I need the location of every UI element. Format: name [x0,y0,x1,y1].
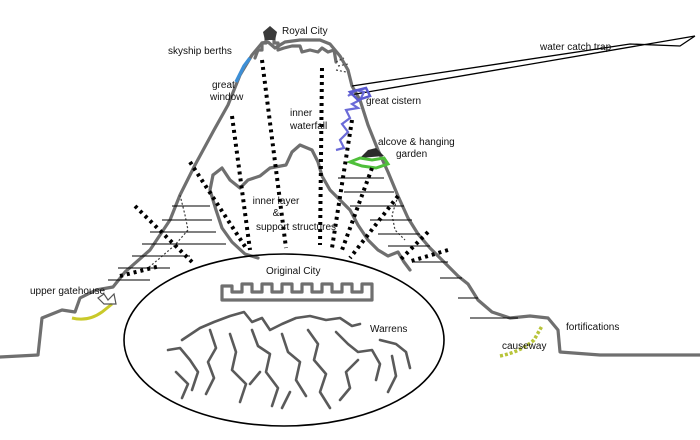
support-line [348,194,400,260]
label-original-city: Original City [266,266,320,277]
support-line [188,160,248,250]
support-line [318,67,324,246]
label-causeway: causeway [502,341,546,352]
label-skyship-berths: skyship berths [168,46,232,57]
causeway-path [499,325,544,358]
support-line [230,115,252,251]
alcove [360,148,384,158]
support-line [330,119,354,249]
label-warrens: Warrens [370,324,407,335]
water-catch-trap [349,35,696,96]
inner-layer-outline [211,143,412,272]
label-upper-gatehouse: upper gatehouse [30,286,106,297]
great-window-glass [234,56,252,83]
label-great-cistern: great cistern [366,96,421,107]
support-line [340,167,374,251]
label-royal-city: Royal City [282,26,328,37]
label-great-window-line2: window [209,92,244,103]
label-fortifications: fortifications [566,322,619,333]
original-city-castle [220,282,374,302]
support-line [260,59,288,249]
original-city-cavern [123,253,445,427]
label-inner-layer-line3: support structures [256,222,336,233]
label-inner-layer-line2: & [273,208,280,219]
great-cistern [347,86,372,102]
warrens [166,310,412,410]
label-inner-waterfall-line1: inner [290,108,313,119]
royal-city-tower-icon [263,26,277,40]
upper-gatehouse-gate [71,302,113,321]
label-alcove-line2: garden [396,149,427,160]
inner-waterfall [335,88,366,152]
left-hatching [108,205,226,281]
hanging-garden [345,156,391,170]
right-hatching [338,177,518,319]
royal-city-walls [253,28,338,64]
inner-layer-outline-left [208,173,260,260]
label-water-catch-trap: water catch trap [539,42,612,53]
label-alcove-line1: alcove & hanging [378,137,455,148]
label-inner-waterfall-line2: waterfall [289,121,327,132]
label-great-window-line1: great [212,80,235,91]
gatehouse-icon [97,292,117,305]
label-inner-layer-line1: inner layer [253,196,300,207]
